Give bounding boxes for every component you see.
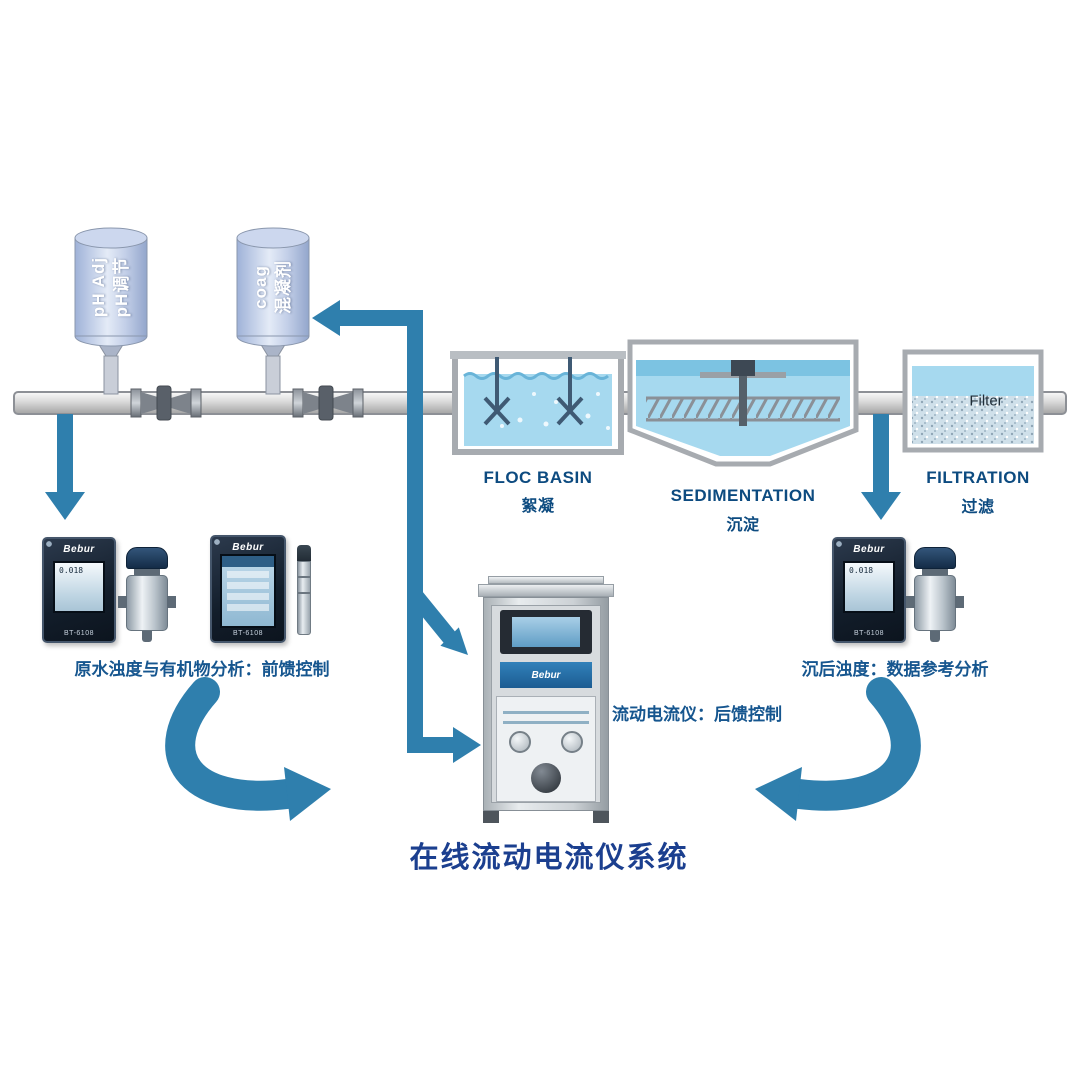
coag-tank-line1: coag bbox=[251, 265, 271, 309]
filtration-tank-shape bbox=[902, 349, 1044, 453]
flow-cell-port-right bbox=[167, 596, 176, 608]
bubbles bbox=[500, 392, 610, 430]
probe-raw bbox=[297, 545, 311, 635]
flow-cell-outlet bbox=[930, 631, 940, 642]
sample-pump-icon bbox=[509, 731, 531, 753]
model-label: BT-6108 bbox=[233, 630, 263, 637]
screen-header-bar bbox=[222, 556, 274, 567]
ph-tank-line1: pH Adj bbox=[89, 256, 109, 318]
sedimentation-tank-shape bbox=[627, 339, 859, 467]
stage-label-sed-zh: 沉淀 bbox=[726, 517, 760, 534]
raw-sample-arrow bbox=[45, 414, 85, 520]
cabinet-body: Bebur bbox=[483, 597, 609, 811]
stage-label-filt-zh: 过滤 bbox=[961, 499, 995, 516]
screen-row bbox=[227, 604, 269, 611]
brand-logo: Bebur bbox=[232, 542, 264, 553]
cabinet-upper-arrowhead bbox=[440, 627, 468, 655]
probe-ring bbox=[298, 576, 310, 578]
controller-screen: 0.018 bbox=[53, 561, 105, 613]
inline-pump-1 bbox=[130, 385, 202, 421]
brand-logo: Bebur bbox=[853, 544, 885, 555]
filter-media-label: Filter bbox=[969, 392, 1003, 410]
cabinet-wet-panel bbox=[496, 696, 596, 802]
brand-logo: Bebur bbox=[63, 544, 95, 555]
tubing bbox=[503, 711, 589, 714]
controller-screen: 0.018 bbox=[843, 561, 895, 613]
screen-reading: 0.018 bbox=[59, 566, 84, 575]
ph-tank-line2: pH调节 bbox=[112, 256, 131, 318]
flow-cell-port-right bbox=[955, 596, 964, 608]
scraper-drive-motor bbox=[731, 360, 755, 376]
flow-cell-port-left bbox=[906, 596, 915, 608]
probe-body bbox=[297, 561, 311, 635]
coag-tank-line2: 混凝剂 bbox=[274, 260, 293, 314]
analyzer-controller-settled: Bebur 0.018 BT-6108 bbox=[832, 537, 906, 643]
cabinet-crown bbox=[488, 576, 604, 584]
cabinet-analyzer-unit: Bebur bbox=[500, 662, 592, 688]
coag-tank-shape bbox=[236, 227, 310, 395]
flow-cell-neck bbox=[134, 569, 160, 575]
tank-label-coag: coag 混凝剂 bbox=[250, 260, 296, 314]
stage-label-filt-en: FILTRATION bbox=[926, 468, 1030, 487]
flow-cell-settled bbox=[906, 547, 964, 642]
stage-label-floc-en: FLOC BASIN bbox=[483, 468, 593, 487]
cabinet-screen bbox=[512, 617, 580, 647]
flow-cell-port-left bbox=[118, 596, 127, 608]
measuring-cell-icon bbox=[531, 763, 561, 793]
caption-left: 原水浊度与有机物分析：前馈控制 bbox=[74, 660, 330, 679]
tubing bbox=[503, 721, 589, 724]
flow-cell-body bbox=[118, 575, 176, 631]
tank-label-ph: pH Adj pH调节 bbox=[88, 257, 134, 318]
flow-cell-outlet bbox=[142, 631, 152, 642]
cabinet-feed-arrowhead bbox=[453, 727, 481, 763]
stage-label-sed-en: SEDIMENTATION bbox=[670, 486, 816, 505]
floc-basin-shape bbox=[450, 351, 626, 455]
mixer-icons bbox=[483, 357, 584, 426]
flow-cell-cap bbox=[914, 547, 956, 569]
screen-row bbox=[227, 593, 269, 600]
analyzer-controller-raw-2: Bebur BT-6108 bbox=[210, 535, 286, 643]
filter-media bbox=[912, 396, 1034, 444]
inline-pump-2 bbox=[292, 385, 364, 421]
diagram-title: 在线流动电流仪系统 bbox=[409, 842, 689, 874]
screen-row bbox=[227, 582, 269, 589]
flow-cell-raw bbox=[118, 547, 176, 642]
control-loop-arrows bbox=[312, 300, 481, 763]
settled-sample-arrow bbox=[861, 414, 901, 520]
left-curved-arrow bbox=[165, 677, 331, 821]
flow-cell-cap bbox=[126, 547, 168, 569]
analyzer-controller-raw-1: Bebur 0.018 BT-6108 bbox=[42, 537, 116, 643]
cabinet-feet bbox=[483, 811, 609, 823]
probe-cap bbox=[297, 545, 311, 561]
flow-cell-neck bbox=[922, 569, 948, 575]
coag-dosing-arrowhead bbox=[312, 300, 340, 336]
cabinet-foot bbox=[593, 811, 609, 823]
stage-label-floc-zh: 絮凝 bbox=[521, 498, 555, 515]
cabinet-roof bbox=[478, 584, 614, 597]
cabinet-foot bbox=[483, 811, 499, 823]
sample-pump-icon bbox=[561, 731, 583, 753]
caption-center: 流动电流仪：后馈控制 bbox=[612, 705, 782, 724]
flow-cell-body bbox=[906, 575, 964, 631]
caption-right: 沉后浊度：数据参考分析 bbox=[801, 660, 989, 679]
model-label: BT-6108 bbox=[854, 630, 884, 637]
probe-ring bbox=[298, 592, 310, 594]
analyzer-cabinet: Bebur bbox=[478, 576, 614, 823]
ph-tank-shape bbox=[74, 227, 148, 395]
touchscreen bbox=[220, 554, 276, 628]
cabinet-display-module bbox=[500, 610, 592, 654]
screen-row bbox=[227, 571, 269, 578]
screen-reading: 0.018 bbox=[849, 566, 874, 575]
model-label: BT-6108 bbox=[64, 630, 94, 637]
right-curved-arrow bbox=[755, 677, 921, 821]
